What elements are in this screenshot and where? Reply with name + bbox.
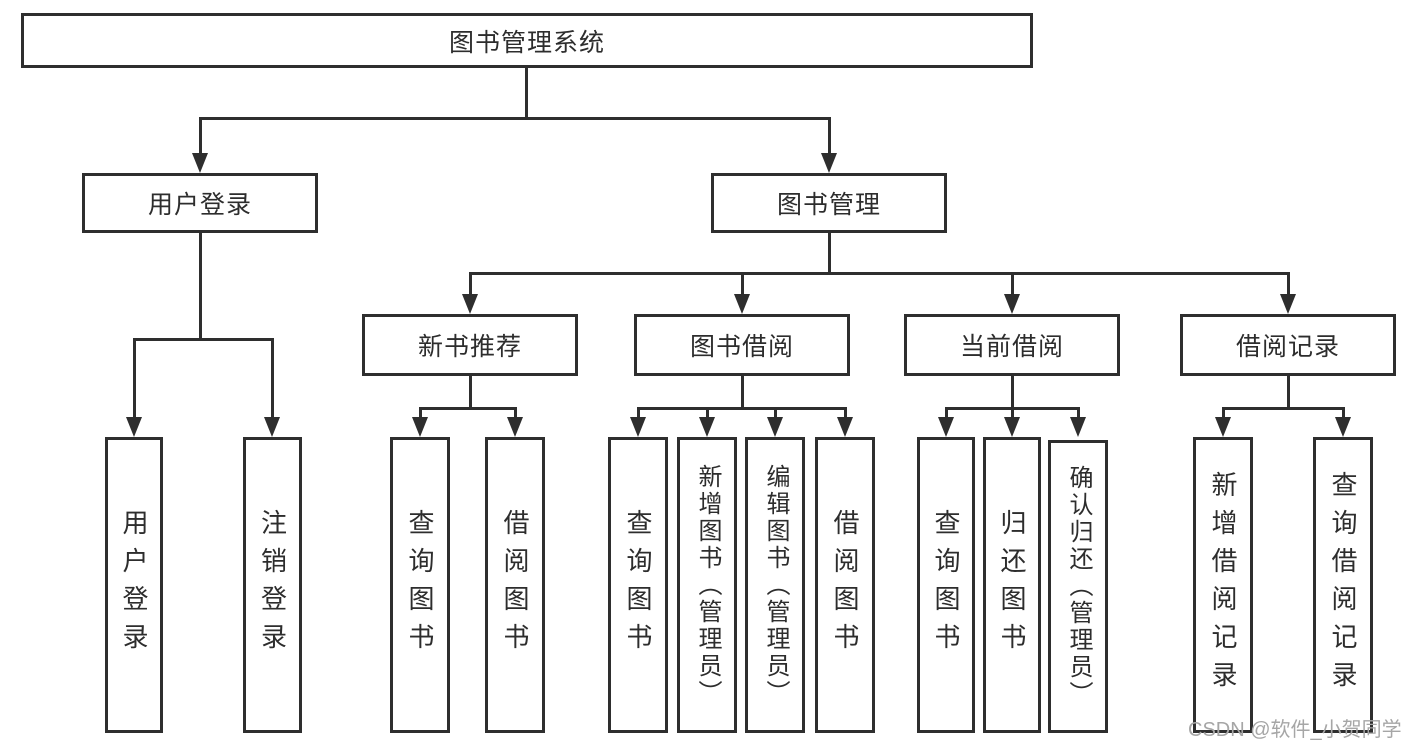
node-book-borrow: 图书借阅 xyxy=(634,314,850,376)
node-book-management-label: 图书管理 xyxy=(776,191,881,219)
node-current-borrow: 当前借阅 xyxy=(904,314,1120,376)
connector-to-borrow-records xyxy=(1287,272,1290,294)
connector-leaf-stub xyxy=(945,407,948,417)
connector-leaf-stub xyxy=(514,407,517,417)
leaf-query-books-borrow: 查询图书 xyxy=(608,437,668,733)
leaf-borrow-books-recommend: 借阅图书 xyxy=(485,437,545,733)
leaf-query-books-borrow-label: 查询图书 xyxy=(623,509,653,661)
arrowhead-down-icon xyxy=(1070,417,1086,437)
connector-current-borrow-stub xyxy=(1011,376,1014,407)
leaf-add-borrow-record: 新增借阅记录 xyxy=(1193,437,1253,733)
node-new-book-recommend: 新书推荐 xyxy=(362,314,578,376)
connector-user-login-stub xyxy=(199,233,202,338)
connector-leaf-stub xyxy=(1077,407,1080,417)
leaf-query-books-current: 查询图书 xyxy=(917,437,975,733)
connector-borrow-records-stub xyxy=(1287,376,1290,407)
arrowhead-down-icon xyxy=(1280,294,1296,314)
arrowhead-down-icon xyxy=(462,294,478,314)
node-borrow-records: 借阅记录 xyxy=(1180,314,1396,376)
arrowhead-down-icon xyxy=(507,417,523,437)
leaf-query-books-recommend-label: 查询图书 xyxy=(405,509,435,661)
leaf-add-borrow-record-label: 新增借阅记录 xyxy=(1208,471,1238,699)
arrowhead-down-icon xyxy=(264,417,280,437)
connector-leaf-stub xyxy=(1342,407,1345,417)
connector-book-management-branch xyxy=(469,272,1289,275)
arrowhead-down-icon xyxy=(1215,417,1231,437)
leaf-confirm-return-admin-label: 确认归还（管理员） xyxy=(1065,465,1092,708)
node-borrow-records-label: 借阅记录 xyxy=(1235,333,1340,361)
connector-root-stub xyxy=(525,68,528,117)
node-current-borrow-label: 当前借阅 xyxy=(959,333,1064,361)
connector-to-current-borrow xyxy=(1011,272,1014,294)
leaf-query-books-recommend: 查询图书 xyxy=(390,437,450,733)
arrowhead-down-icon xyxy=(1335,417,1351,437)
connector-to-leaf-logout xyxy=(271,338,274,417)
connector-leaf-stub xyxy=(419,407,422,417)
arrowhead-down-icon xyxy=(412,417,428,437)
node-root-label: 图书管理系统 xyxy=(448,28,605,57)
leaf-add-books-admin-label: 新增图书（管理员） xyxy=(694,463,721,707)
leaf-return-books: 归还图书 xyxy=(983,437,1041,733)
arrowhead-down-icon xyxy=(699,417,715,437)
connector-to-new-book-recommend xyxy=(469,272,472,294)
node-new-book-recommend-label: 新书推荐 xyxy=(417,333,522,361)
connector-new-book-recommend-stub xyxy=(469,376,472,407)
leaf-borrow-books-label: 借阅图书 xyxy=(830,509,860,661)
leaf-user-login-label: 用户登录 xyxy=(119,509,149,661)
leaf-query-borrow-record: 查询借阅记录 xyxy=(1313,437,1373,733)
leaf-user-login: 用户登录 xyxy=(105,437,163,733)
node-book-borrow-label: 图书借阅 xyxy=(689,333,794,361)
connector-to-user-login xyxy=(199,117,202,155)
connector-book-management-stub xyxy=(828,233,831,272)
leaf-logout-login: 注销登录 xyxy=(243,437,302,733)
connector-leaf-stub xyxy=(637,407,640,417)
leaf-edit-books-admin: 编辑图书（管理员） xyxy=(745,437,805,733)
arrowhead-down-icon xyxy=(767,417,783,437)
leaf-edit-books-admin-label: 编辑图书（管理员） xyxy=(762,463,789,707)
arrowhead-down-icon xyxy=(837,417,853,437)
node-user-login: 用户登录 xyxy=(82,173,318,233)
connector-leaf-stub xyxy=(774,407,777,417)
node-root: 图书管理系统 xyxy=(21,13,1033,68)
leaf-return-books-label: 归还图书 xyxy=(997,509,1027,661)
connector-leaf-stub xyxy=(844,407,847,417)
node-book-management: 图书管理 xyxy=(711,173,947,233)
arrowhead-down-icon xyxy=(821,153,837,173)
connector-leaf-stub xyxy=(706,407,709,417)
node-user-login-label: 用户登录 xyxy=(147,191,252,219)
arrowhead-down-icon xyxy=(734,294,750,314)
arrowhead-down-icon xyxy=(192,153,208,173)
leaf-query-books-current-label: 查询图书 xyxy=(931,509,961,661)
leaf-borrow-books-recommend-label: 借阅图书 xyxy=(500,509,530,661)
arrowhead-down-icon xyxy=(126,417,142,437)
leaf-query-borrow-record-label: 查询借阅记录 xyxy=(1328,471,1358,699)
leaf-confirm-return-admin: 确认归还（管理员） xyxy=(1048,440,1108,733)
leaf-logout-login-label: 注销登录 xyxy=(257,509,288,661)
connector-book-borrow-branch xyxy=(637,407,847,410)
leaf-add-books-admin: 新增图书（管理员） xyxy=(677,437,737,733)
arrowhead-down-icon xyxy=(1004,294,1020,314)
connector-book-borrow-stub xyxy=(741,376,744,407)
connector-leaf-stub xyxy=(1222,407,1225,417)
connector-to-book-borrow xyxy=(741,272,744,294)
connector-root-branch xyxy=(199,117,830,120)
connector-to-leaf-user-login xyxy=(133,338,136,417)
connector-user-login-branch xyxy=(133,338,274,341)
connector-borrow-records-branch xyxy=(1222,407,1345,410)
arrowhead-down-icon xyxy=(1004,417,1020,437)
watermark-text: CSDN @软件_小贺同学 xyxy=(1188,719,1402,741)
connector-to-book-management xyxy=(828,117,831,155)
arrowhead-down-icon xyxy=(630,417,646,437)
connector-leaf-stub xyxy=(1011,407,1014,417)
leaf-borrow-books: 借阅图书 xyxy=(815,437,875,733)
arrowhead-down-icon xyxy=(938,417,954,437)
connector-new-book-recommend-branch xyxy=(419,407,516,410)
